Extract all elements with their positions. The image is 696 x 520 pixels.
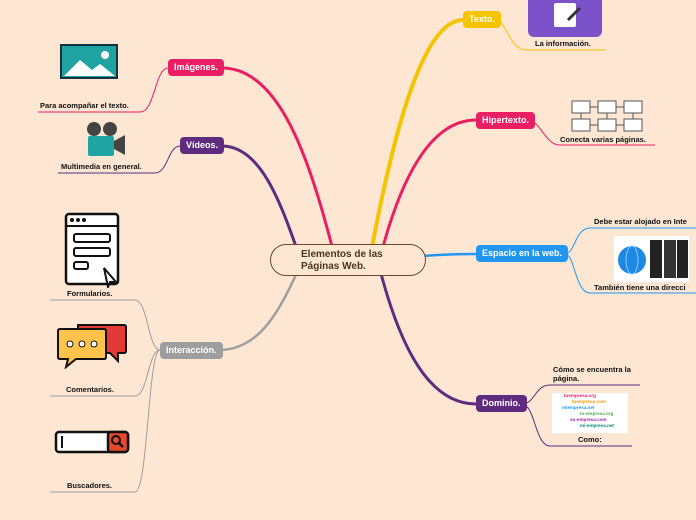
topic-imagenes[interactable]: Imágenes.: [168, 59, 225, 76]
document-edit-icon: [554, 3, 582, 27]
espacio-note-hosting: Debe estar alojado en Inte: [594, 217, 687, 226]
espacio-note-address: También tiene una direcci: [594, 283, 686, 292]
topic-espacio-web[interactable]: Espacio en la web.: [476, 245, 569, 262]
hipertexto-note: Conecta varias páginas.: [560, 135, 646, 144]
video-camera-image: [84, 121, 126, 159]
sitemap-icon: [571, 100, 643, 132]
texto-note: La información.: [535, 39, 591, 48]
topic-hipertexto-label: Hipertexto.: [482, 115, 530, 125]
topic-espacio-web-label: Espacio en la web.: [482, 248, 563, 258]
interaccion-note-comments: Comentarios.: [66, 385, 114, 394]
central-topic-line2: Páginas Web.: [301, 261, 366, 272]
topic-hipertexto[interactable]: Hipertexto.: [476, 112, 536, 129]
topic-imagenes-label: Imágenes.: [174, 62, 219, 72]
comments-image: [56, 323, 128, 370]
central-topic[interactable]: Elementos de las Páginas Web.: [270, 244, 426, 276]
topic-dominio[interactable]: Dominio.: [476, 395, 527, 412]
servers-image: [614, 236, 689, 282]
topic-dominio-label: Dominio.: [482, 398, 521, 408]
sitemap-image: [570, 99, 644, 133]
topic-interaccion[interactable]: Interacción.: [160, 342, 223, 359]
search-bar-image: [54, 430, 130, 454]
comments-icon: [57, 324, 127, 370]
dominio-note-line2: página.: [553, 374, 580, 383]
domain-example: su-empresa.com: [570, 417, 607, 422]
topic-interaccion-label: Interacción.: [166, 345, 217, 355]
domain-examples-image: tuempresa.org tuempresa.com miempresa.ne…: [552, 393, 628, 433]
topic-videos-label: Vídeos.: [186, 140, 219, 150]
domain-example: miempresa.net: [562, 405, 595, 410]
document-edit-image: [528, 0, 602, 37]
central-topic-line1: Elementos de las: [301, 249, 383, 260]
image-placeholder: [60, 44, 118, 79]
form-image: [64, 212, 120, 291]
interaccion-note-search: Buscadores.: [67, 481, 113, 490]
video-camera-icon: [87, 122, 125, 156]
topic-texto-label: Texto.: [469, 14, 495, 24]
topic-videos[interactable]: Vídeos.: [180, 137, 225, 154]
dominio-note-line1: Cómo se encuentra la: [553, 365, 631, 374]
dominio-note-example: Como:: [578, 435, 602, 444]
topic-texto[interactable]: Texto.: [463, 11, 501, 28]
domain-example: tu-empresa.org: [580, 411, 614, 416]
picture-icon: [60, 44, 118, 79]
videos-note: Multimedia en general.: [61, 162, 142, 171]
imagenes-note: Para acompañar el texto.: [40, 101, 129, 110]
interaccion-note-forms: Formularios.: [67, 289, 113, 298]
domain-example: tuempresa.com: [572, 399, 606, 404]
search-icon: [54, 430, 130, 454]
domain-example: mi-empresa.net: [580, 423, 614, 428]
server-globe-icon: [618, 240, 688, 278]
domain-example: tuempresa.org: [564, 393, 596, 398]
form-icon: [64, 212, 120, 291]
